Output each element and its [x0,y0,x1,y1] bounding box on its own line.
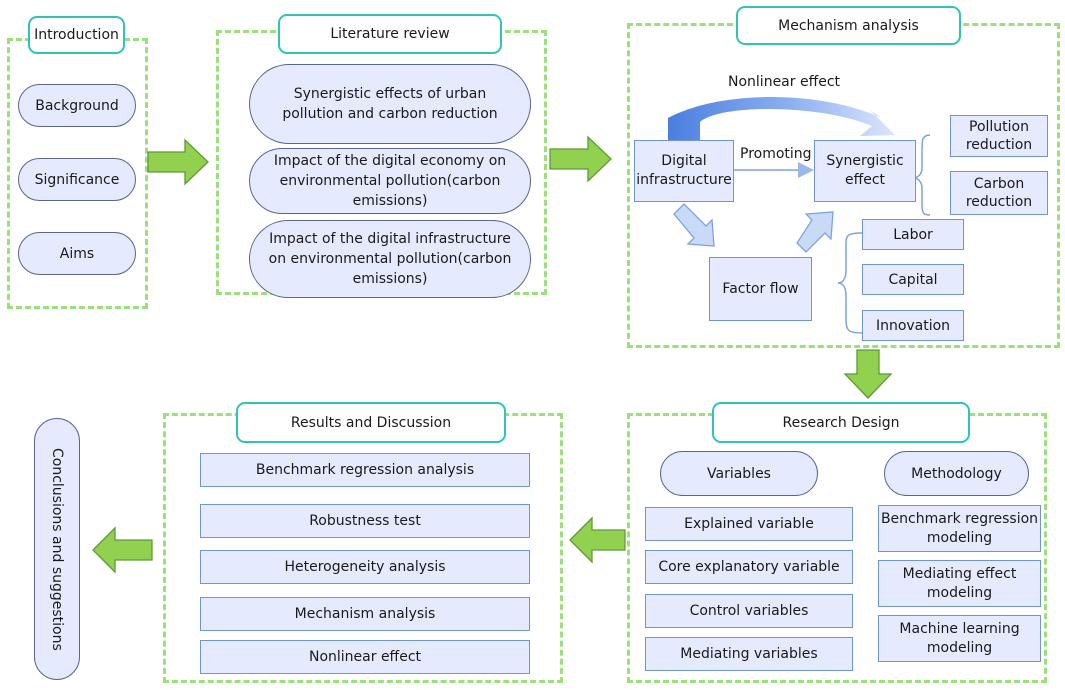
synergistic-effect-box: Synergistic effect [814,140,916,202]
variables-header: Variables [660,451,818,496]
introduction-title: Introduction [28,16,125,54]
capital-box: Capital [862,264,964,295]
methodology-header: Methodology [884,451,1029,496]
literature-item-digital-infrastructure: Impact of the digital infrastructure on … [249,220,531,298]
arrow-literature-to-mechanism [549,135,612,183]
mechanism-analysis-title: Mechanism analysis [736,6,961,45]
nonlinear-effect-result-box: Nonlinear effect [200,640,530,674]
significance-item: Significance [18,158,136,201]
pollution-reduction-box: Pollution reduction [950,115,1048,157]
control-variables-box: Control variables [645,594,853,628]
core-explanatory-variable-box: Core explanatory variable [645,550,853,584]
mechanism-analysis-result-box: Mechanism analysis [200,597,530,631]
mediating-effect-modeling-box: Mediating effect modeling [878,560,1041,607]
literature-item-digital-economy: Impact of the digital economy on environ… [249,148,531,214]
digital-infrastructure-box: Digital infrastructure [634,140,734,202]
arrow-infra-to-factor [673,203,715,247]
factor-flow-box: Factor flow [709,257,812,321]
carbon-reduction-box: Carbon reduction [950,171,1048,215]
arrow-design-to-results [569,516,626,564]
benchmark-regression-analysis-box: Benchmark regression analysis [200,453,530,487]
arrow-intro-to-literature [147,138,209,186]
conclusions-suggestions-box: Conclusions and suggestions [34,418,80,680]
conclusions-suggestions-label: Conclusions and suggestions [49,447,65,651]
promoting-label: Promoting [740,146,812,162]
arrow-mechanism-to-design [843,349,893,399]
background-item: Background [18,84,136,127]
robustness-test-box: Robustness test [200,504,530,538]
innovation-box: Innovation [862,310,964,341]
literature-review-title: Literature review [278,14,502,54]
mediating-variables-box: Mediating variables [645,637,853,671]
nonlinear-curve-arrow [668,97,895,140]
research-design-title: Research Design [712,402,970,443]
nonlinear-effect-label: Nonlinear effect [728,74,841,90]
arrow-factor-to-synergy [796,211,834,253]
labor-box: Labor [862,219,964,250]
brace-factor-types [837,232,863,334]
results-discussion-title: Results and Discussion [236,402,506,443]
benchmark-regression-modeling-box: Benchmark regression modeling [878,505,1041,552]
machine-learning-modeling-box: Machine learning modeling [878,615,1041,662]
explained-variable-box: Explained variable [645,507,853,541]
arrow-results-to-conclusions [92,526,153,574]
aims-item: Aims [18,232,136,275]
literature-item-synergistic: Synergistic effects of urban pollution a… [249,64,531,144]
heterogeneity-analysis-box: Heterogeneity analysis [200,550,530,584]
